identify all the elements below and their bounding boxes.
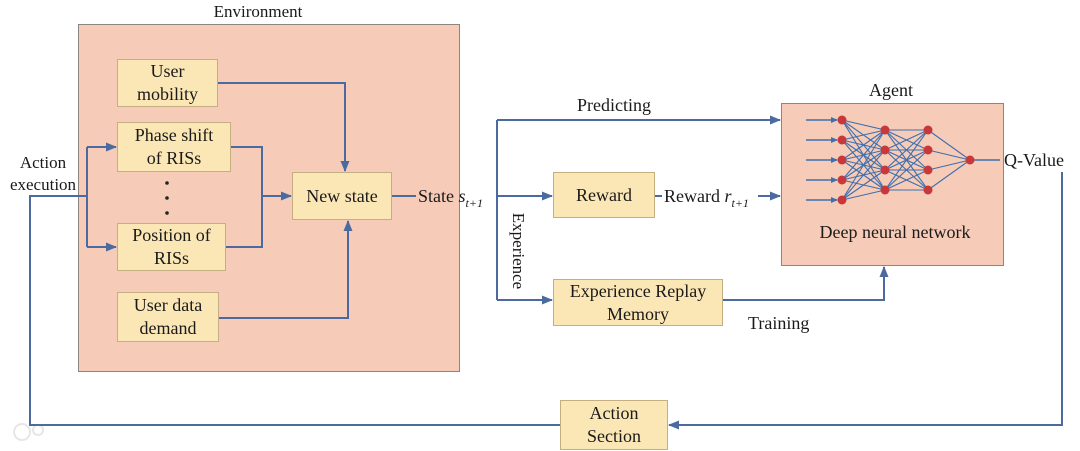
network-node — [837, 155, 847, 165]
watermark-logo — [13, 423, 44, 441]
phase-shift-line1: Phase shift — [134, 125, 214, 145]
ellipsis-dot — [165, 211, 169, 215]
training-arrow — [723, 266, 889, 301]
network-connection — [841, 119, 886, 131]
ris-merge-connector — [226, 146, 263, 248]
network-node — [923, 165, 933, 175]
network-connection — [884, 129, 929, 191]
network-connection — [841, 129, 886, 181]
state-signal-label: State st+1 — [418, 185, 483, 210]
action-section-box: Action Section — [560, 400, 668, 450]
position-line1: Position of — [132, 225, 211, 245]
experience-replay-line2: Memory — [607, 303, 669, 324]
network-node — [923, 145, 933, 155]
phase-shift-box: Phase shift of RISs — [117, 122, 231, 172]
new-state-box: New state — [292, 172, 392, 220]
q-value-to-action-arrow — [668, 172, 1063, 430]
user-data-demand-box: User data demand — [117, 292, 219, 342]
network-connection — [841, 189, 886, 201]
user-mobility-box: User mobility — [117, 59, 218, 107]
new-state-label: New state — [306, 185, 378, 206]
network-node — [880, 125, 890, 135]
network-node — [923, 185, 933, 195]
state-word: State — [418, 186, 454, 206]
network-node — [923, 125, 933, 135]
reward-word: Reward — [664, 186, 720, 206]
network-connection — [841, 149, 886, 201]
network-connection — [927, 159, 971, 171]
user-mobility-line2: mobility — [136, 84, 198, 104]
network-connection — [884, 169, 929, 191]
network-node — [880, 185, 890, 195]
experience-label: Experience — [509, 212, 528, 290]
network-connection — [927, 129, 971, 161]
action-execution-line1: Action — [19, 153, 67, 172]
action-section-line2: Section — [587, 426, 641, 446]
state-subscript: t+1 — [465, 196, 483, 210]
reward-symbol: r — [724, 186, 732, 206]
network-connection — [841, 169, 886, 201]
feedback-connector — [29, 195, 560, 426]
agent-title: Agent — [869, 80, 913, 100]
user-mobility-line1: User — [150, 61, 185, 81]
phase-shift-line2: of RISs — [146, 148, 202, 168]
mobility-to-new-state-arrow — [218, 82, 350, 172]
network-connection — [884, 149, 929, 191]
ellipsis-dot — [165, 181, 169, 185]
network-node — [880, 165, 890, 175]
network-node — [965, 155, 975, 165]
q-value-label: Q-Value — [1004, 150, 1064, 170]
reward-box-label: Reward — [576, 184, 632, 205]
action-execution-label: Action execution — [1, 152, 85, 196]
network-connection — [884, 129, 929, 151]
network-node — [837, 115, 847, 125]
reward-subscript: t+1 — [731, 196, 749, 210]
action-section-line1: Action — [589, 403, 639, 423]
network-connection — [841, 129, 886, 141]
experience-replay-line1: Experience Replay — [569, 280, 707, 301]
network-connection — [841, 129, 886, 161]
network-node — [837, 175, 847, 185]
user-data-demand-line2: demand — [139, 318, 197, 338]
ellipsis-dot — [165, 196, 169, 200]
environment-title: Environment — [213, 2, 303, 21]
network-node — [837, 135, 847, 145]
user-data-demand-line1: User data — [133, 295, 203, 315]
state-symbol: s — [458, 186, 466, 206]
action-execution-line2: execution — [9, 175, 77, 194]
position-box: Position of RISs — [117, 223, 226, 271]
demand-to-new-state-arrow — [219, 220, 353, 319]
predicting-label: Predicting — [577, 95, 651, 115]
experience-replay-box: Experience Replay Memory — [553, 279, 723, 326]
network-label: Deep neural network — [819, 222, 971, 242]
network-node — [837, 195, 847, 205]
network-connection — [841, 129, 886, 201]
network-connection — [927, 149, 971, 161]
training-label: Training — [748, 313, 810, 333]
network-node — [880, 145, 890, 155]
reward-box: Reward — [553, 172, 655, 218]
network-connection — [884, 129, 929, 171]
network-connection — [927, 159, 971, 191]
reward-signal-label: Reward rt+1 — [664, 185, 749, 210]
neural-network-diagram — [806, 115, 1000, 205]
position-line2: RISs — [153, 248, 189, 268]
